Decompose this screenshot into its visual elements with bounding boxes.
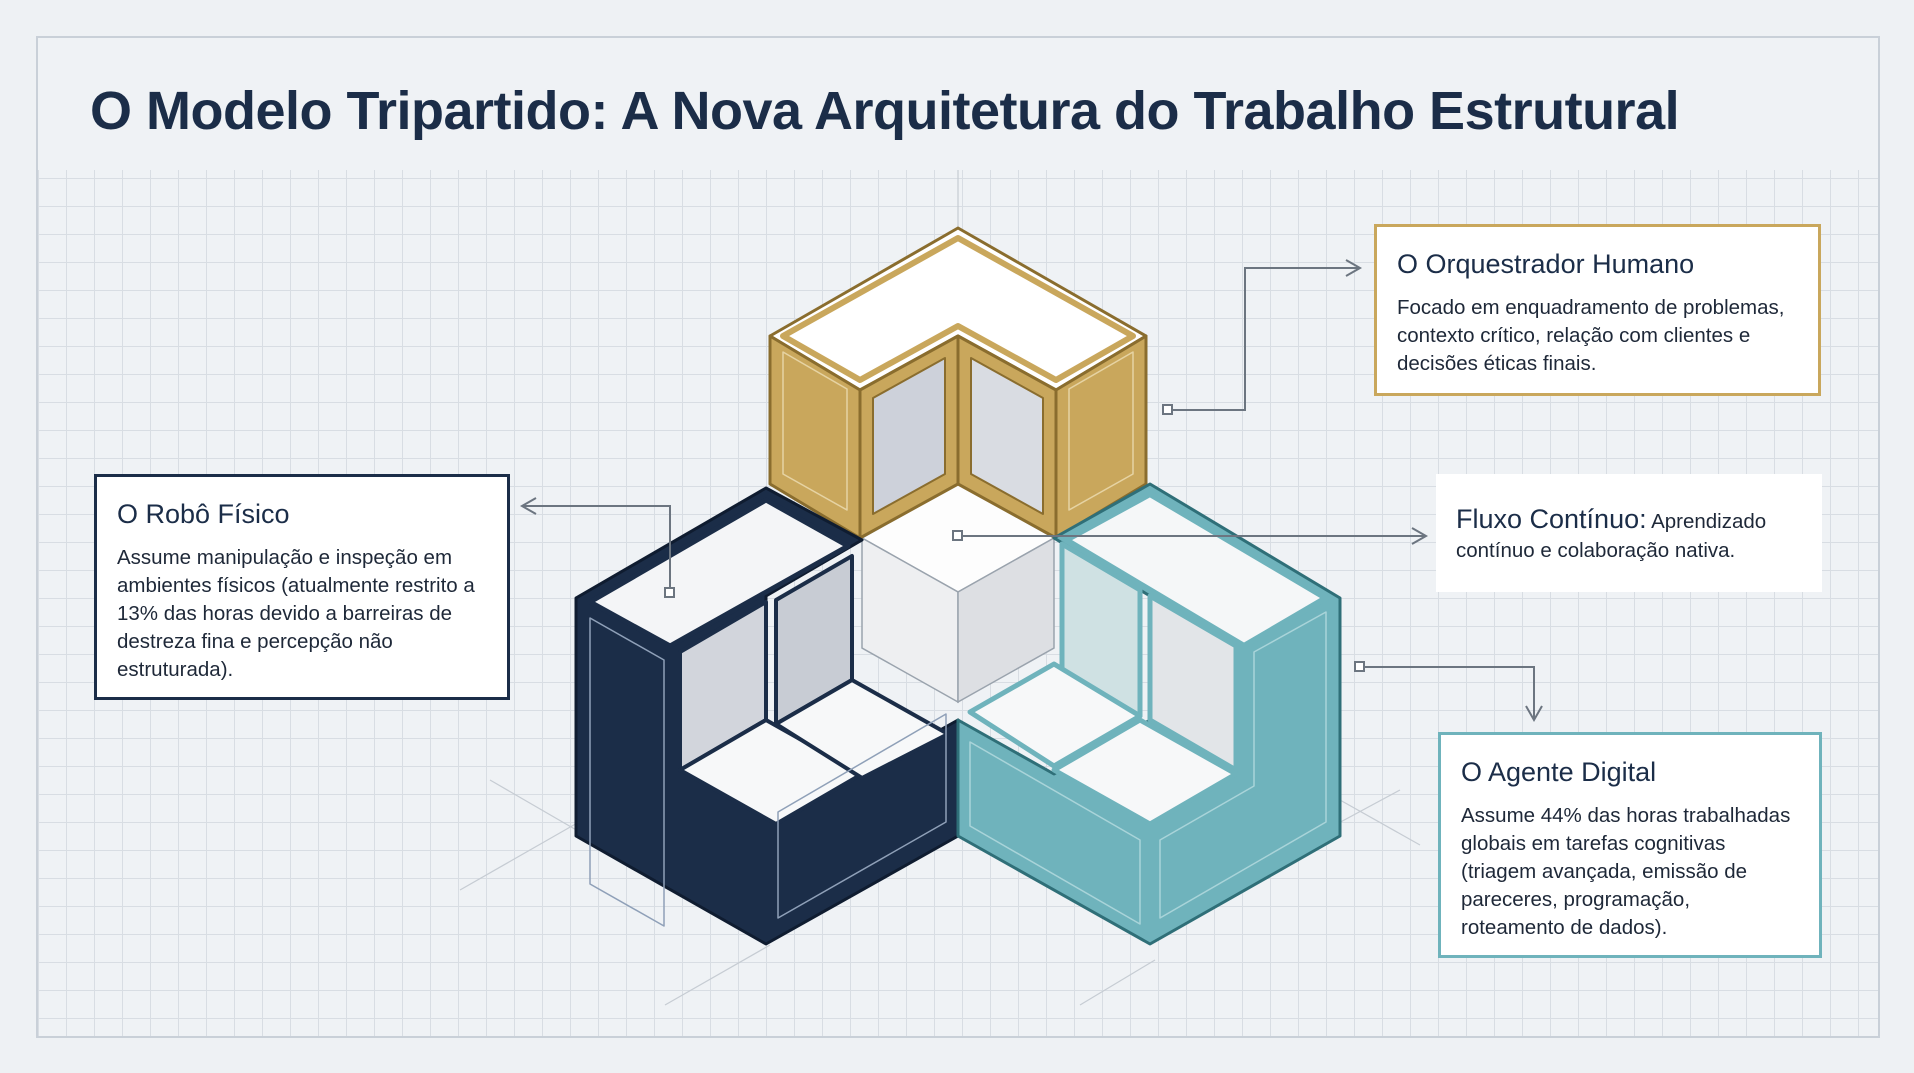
- connector-node-robot: [664, 587, 675, 598]
- connector-human: [1168, 267, 1358, 411]
- card-agent-title: O Agente Digital: [1461, 757, 1657, 787]
- card-human-title: O Orquestrador Humano: [1397, 249, 1695, 279]
- human-orchestrator-block: [768, 226, 1148, 540]
- card-flow-title: Fluxo Contínuo:: [1456, 504, 1647, 534]
- connector-robot: [524, 505, 671, 588]
- card-physical-robot: O Robô Físico Assume manipulação e inspe…: [94, 474, 510, 700]
- connector-node-agent: [1354, 661, 1365, 672]
- connector-node-flow: [952, 530, 963, 541]
- card-flow-text-line2: contínuo e colaboração nativa.: [1456, 539, 1736, 562]
- card-digital-agent: O Agente Digital Assume 44% das horas tr…: [1438, 732, 1822, 958]
- physical-robot-block: [574, 486, 960, 946]
- connector-node-human: [1162, 404, 1173, 415]
- digital-agent-block: [956, 482, 1342, 946]
- card-robot-text: Assume manipulação e inspeção em ambient…: [117, 546, 475, 681]
- card-flow-text-line1: Aprendizado: [1651, 510, 1767, 533]
- card-agent-text: Assume 44% das horas trabalhadas globais…: [1461, 804, 1791, 939]
- connector-agent: [1364, 666, 1535, 718]
- card-human-orchestrator: O Orquestrador Humano Focado em enquadra…: [1374, 224, 1821, 396]
- card-robot-title: O Robô Físico: [117, 499, 290, 529]
- card-human-text: Focado em enquadramento de problemas, co…: [1397, 296, 1785, 375]
- page-title: O Modelo Tripartido: A Nova Arquitetura …: [90, 81, 1680, 141]
- card-continuous-flow: Fluxo Contínuo: Aprendizado contínuo e c…: [1436, 474, 1822, 592]
- title-band: [38, 38, 1878, 170]
